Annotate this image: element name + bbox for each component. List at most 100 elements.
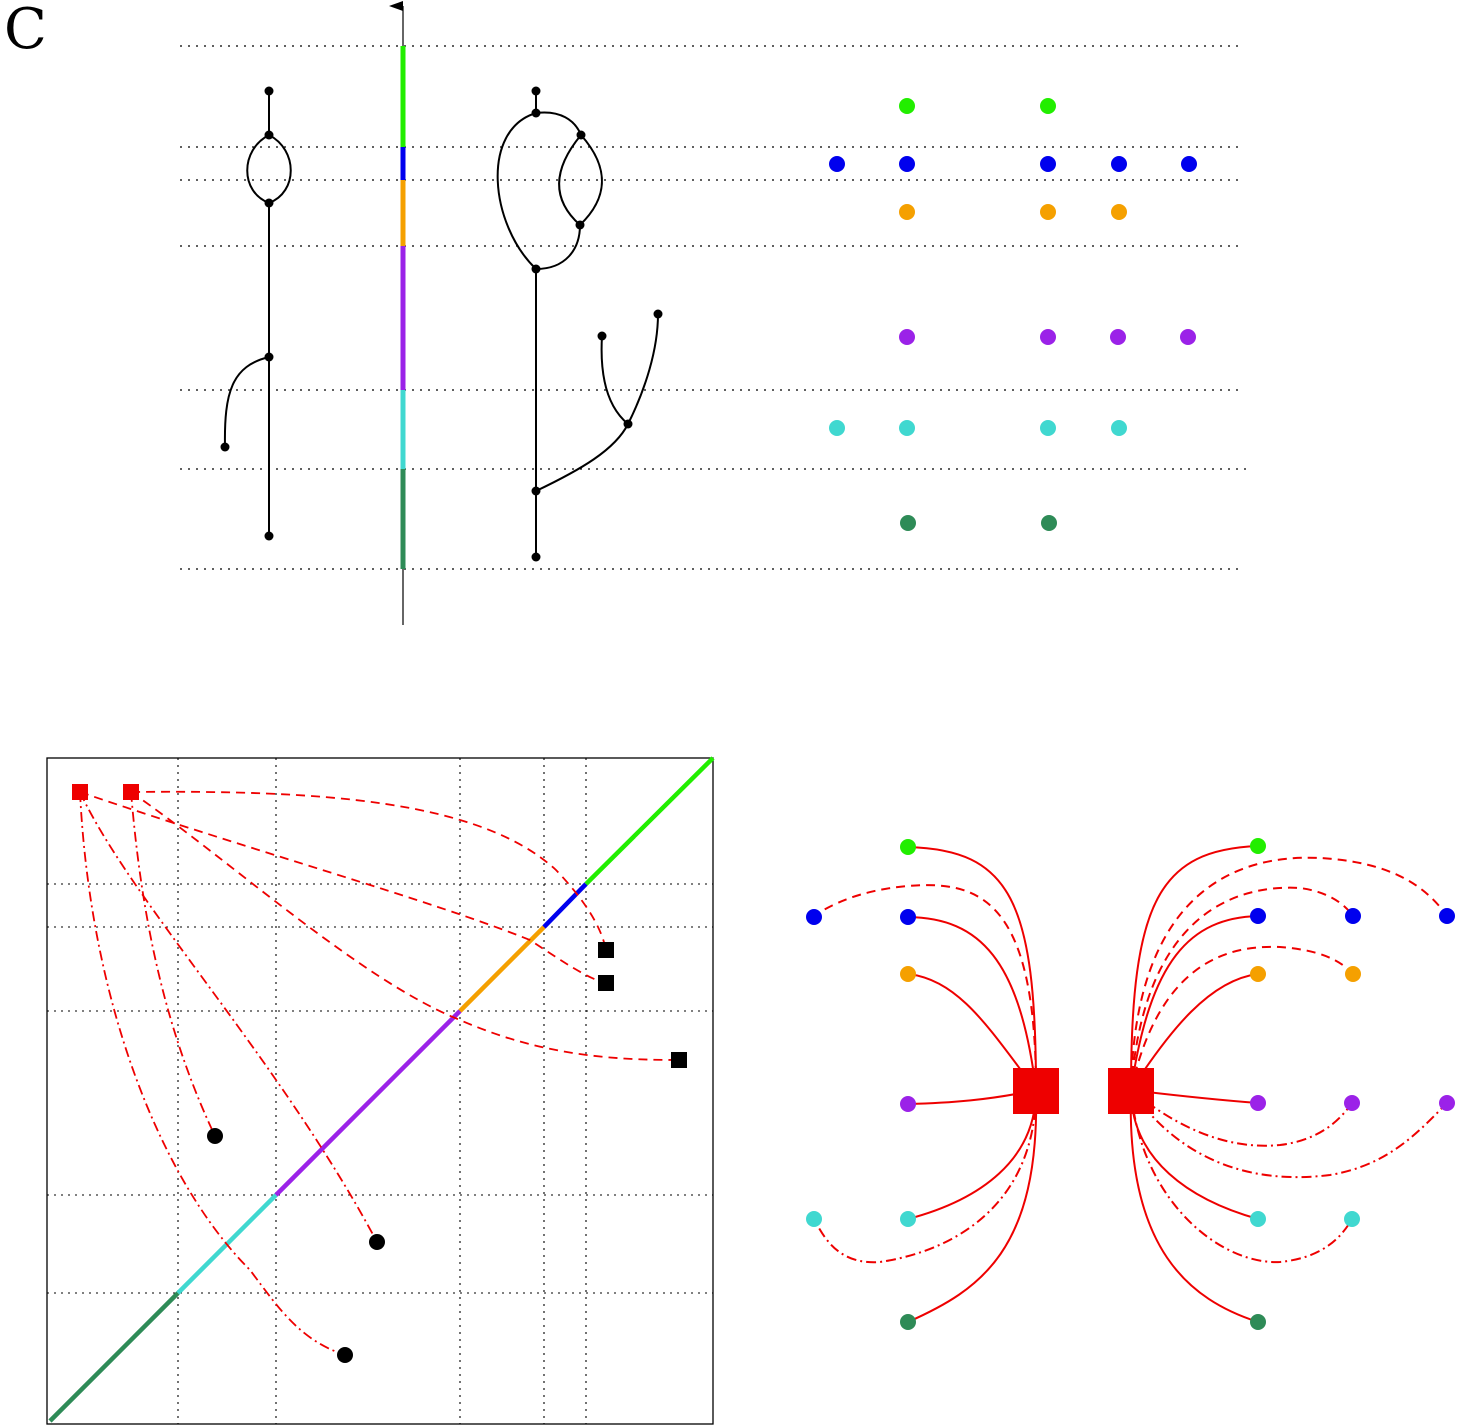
matching-curve	[79, 791, 607, 984]
matching-curve	[79, 791, 378, 1243]
right-hub-square	[1108, 1068, 1154, 1114]
tree-node	[653, 309, 663, 319]
tree-node	[264, 198, 274, 208]
matching-node-lime	[1250, 838, 1266, 854]
diagonal	[48, 756, 715, 1423]
matching-edge	[1130, 945, 1354, 1091]
diagram-grid	[47, 758, 713, 1424]
barcode-dot-blue	[829, 156, 845, 172]
matching-node-blue	[1439, 908, 1455, 924]
matching-edge	[1130, 1089, 1448, 1179]
barcode-dot-purple	[1180, 329, 1196, 345]
barcode-dot-turquoise	[1040, 420, 1056, 436]
matching-curves-dashdot	[79, 791, 378, 1356]
black-square-point	[671, 1052, 687, 1068]
barcode-dots	[829, 98, 1197, 531]
black-squares	[598, 942, 687, 1068]
tree-node	[220, 442, 230, 452]
merge-tree-left-nodes	[220, 86, 274, 541]
tree-node	[623, 419, 633, 429]
barcode-dot-turquoise	[899, 420, 915, 436]
diagonal-segment-orange	[458, 925, 546, 1013]
merge-tree-left	[223, 91, 292, 536]
left-edges-dashed	[813, 884, 1037, 1091]
matching-node-turquoise	[1250, 1211, 1266, 1227]
tree-node	[531, 486, 541, 496]
tree-edge	[558, 134, 582, 226]
tree-edge	[246, 134, 270, 204]
matching-node-blue	[900, 909, 916, 925]
matching-edge	[907, 1089, 1037, 1220]
barcode-dot-turquoise	[829, 420, 845, 436]
barcode-dot-orange	[899, 204, 915, 220]
tree-node	[597, 331, 607, 341]
tree-edge	[496, 112, 537, 270]
matching-node-orange	[900, 966, 916, 982]
tree-edge	[535, 224, 581, 270]
tree-edge	[600, 335, 629, 425]
matching-edge	[907, 1089, 1038, 1323]
matching-curve	[79, 791, 346, 1356]
matching-node-turquoise	[806, 1211, 822, 1227]
barcode-dot-blue	[899, 156, 915, 172]
tree-edge	[579, 134, 603, 226]
barcode-dot-turquoise	[1111, 420, 1127, 436]
tree-node	[531, 86, 541, 96]
matching-curve	[130, 791, 216, 1137]
matching-graph	[806, 838, 1455, 1330]
barcode-dot-lime	[899, 98, 915, 114]
matching-edge	[1130, 1089, 1353, 1147]
tree-node	[264, 130, 274, 140]
tree-node	[576, 130, 586, 140]
barcode-dot-orange	[1040, 204, 1056, 220]
matching-curve	[130, 790, 607, 951]
diagonal-segment-purple	[274, 1009, 462, 1197]
matching-node-turquoise	[900, 1211, 916, 1227]
diagonal-segment-lime	[584, 756, 715, 886]
level-lines	[180, 45, 1248, 570]
matching-node-seagreen	[900, 1314, 916, 1330]
matching-node-seagreen	[1250, 1314, 1266, 1330]
tree-node	[264, 352, 274, 362]
matching-edge	[1130, 915, 1259, 1091]
matching-node-blue	[806, 909, 822, 925]
matching-edge	[1130, 845, 1259, 1091]
tree-edge	[535, 423, 629, 492]
matching-edge	[1129, 1089, 1259, 1323]
barcode-dot-purple	[899, 329, 915, 345]
barcode-dot-blue	[1181, 156, 1197, 172]
tree-node	[531, 552, 541, 562]
matching-node-orange	[1345, 966, 1361, 982]
tree-node	[264, 86, 274, 96]
diagram-frame	[46, 757, 714, 1425]
barcode-dot-blue	[1040, 156, 1056, 172]
right-edges-dashdot	[1130, 1089, 1448, 1264]
matching-node-lime	[900, 839, 916, 855]
right-edges-dashed	[1130, 856, 1448, 1091]
matching-node-purple	[1250, 1095, 1266, 1111]
black-circle-point	[369, 1234, 385, 1250]
barcode-dot-purple	[1040, 329, 1056, 345]
tree-edge	[223, 356, 270, 448]
matching-edge	[813, 1089, 1037, 1264]
black-square-point	[598, 975, 614, 991]
matching-edge	[907, 916, 1037, 1091]
black-circle-point	[337, 1347, 353, 1363]
red-squares	[72, 784, 139, 800]
tree-edge	[535, 111, 582, 136]
tree-node	[264, 531, 274, 541]
barcode-dot-seagreen	[900, 515, 916, 531]
matching-curve	[130, 791, 680, 1061]
diagonal-segment-seagreen	[48, 1291, 180, 1423]
persistence-diagram	[46, 756, 715, 1425]
left-nodes	[806, 839, 916, 1330]
red-square-point	[123, 784, 139, 800]
barcode-dot-lime	[1040, 98, 1056, 114]
diagonal-segment-blue	[542, 882, 588, 929]
barcode-dot-orange	[1111, 204, 1127, 220]
matching-edge	[813, 884, 1037, 1091]
tree-node	[531, 108, 541, 118]
black-circle-point	[207, 1128, 223, 1144]
matching-edge	[907, 846, 1037, 1091]
